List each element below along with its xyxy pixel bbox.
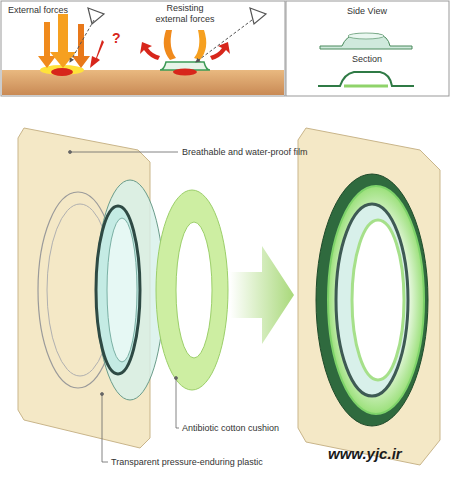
watermark: www.yjc.ir	[328, 445, 402, 463]
view-heading: Side View	[332, 6, 402, 17]
question-mark: ?	[112, 30, 121, 47]
cushion-layer	[156, 190, 228, 390]
part-name: Antibiotic cotton cushion	[182, 423, 279, 434]
panel-heading: Resisting external forces	[150, 3, 220, 25]
panel-heading: External forces	[8, 5, 68, 16]
view-panel	[286, 1, 449, 96]
plastic-layer	[96, 180, 164, 400]
part-name: Breathable and water-proof film	[182, 147, 308, 158]
leader-lines	[69, 151, 180, 463]
part-name: Transparent pressure-enduring plastic	[111, 457, 263, 468]
forces-panel	[1, 1, 285, 96]
view-heading: Section	[332, 54, 402, 65]
assembled-dressing	[298, 128, 440, 465]
assembly-arrow	[230, 246, 294, 344]
